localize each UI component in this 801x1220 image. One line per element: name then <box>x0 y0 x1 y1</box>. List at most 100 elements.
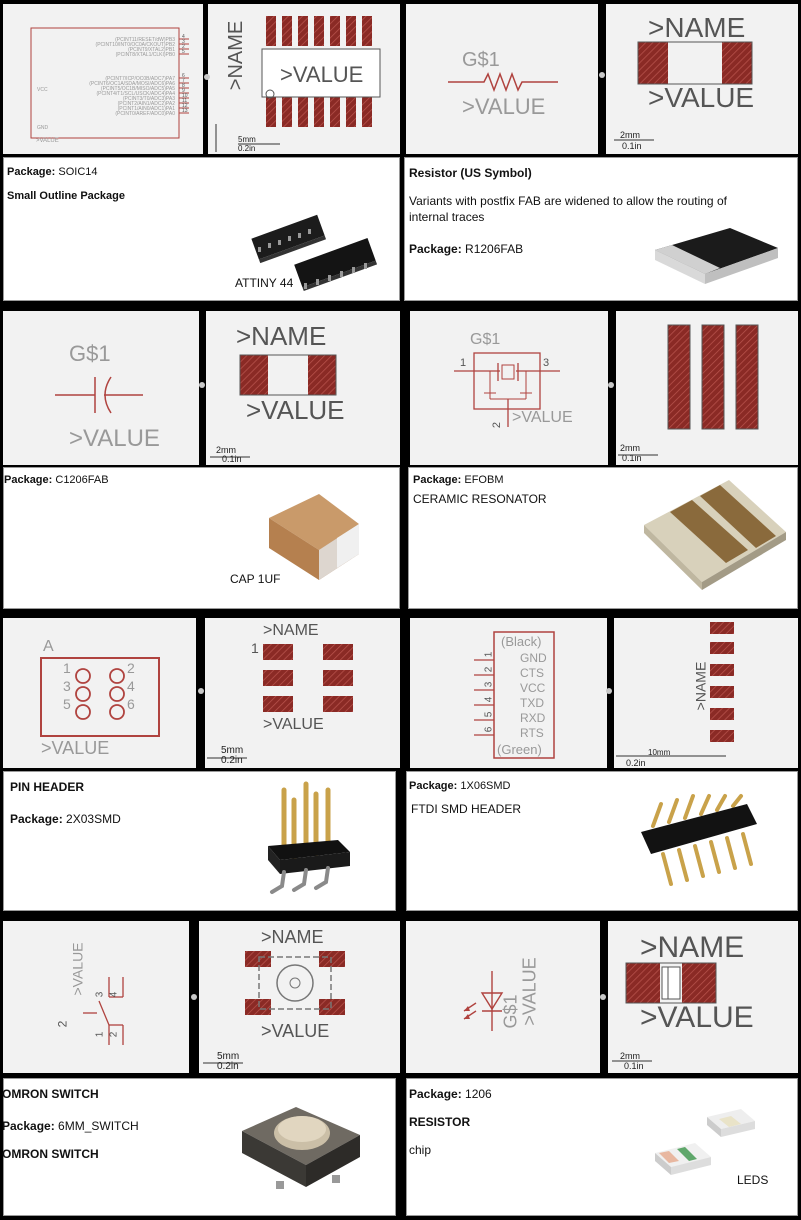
soic14-pin-label: (PCINT9/XTAL2)PB1 <box>128 47 175 53</box>
soic14-pin-label: (PCINT5/OC1B/MISO/ADC5)PA5 <box>101 86 175 92</box>
2x03smd-pin-4: 4 <box>127 678 135 694</box>
ftdi-pin-label: RXD <box>520 711 546 725</box>
soic14-pad <box>282 16 292 46</box>
r1206fab-footprint <box>614 41 753 141</box>
soic14-footprint-value: >VALUE <box>280 62 364 87</box>
soic14-pad <box>282 97 292 127</box>
ftdi-pin-label: VCC <box>520 681 546 695</box>
6mm-switch-symbol-panel: >VALUE 2 1 2 3 4 <box>3 921 189 1073</box>
1x06smd-bottom-label: (Green) <box>497 742 542 757</box>
soic14-pad <box>266 97 276 127</box>
soic14-pin-label: (PCINT0/AREF/ADC0)PA0 <box>115 111 175 117</box>
soic14-pin-label: (PCINT3/T0/ADC3)PA3 <box>123 96 175 102</box>
r1206fab-scale-metric: 2mm <box>620 130 640 140</box>
2x03smd-pin-5: 5 <box>63 696 71 712</box>
splitter-handle[interactable] <box>606 688 612 694</box>
2x03smd-package-line: Package: 2X03SMD <box>10 812 121 826</box>
splitter-handle[interactable] <box>191 994 197 1000</box>
led1206-symbol-value: >VALUE <box>519 957 540 1026</box>
efobm-pin2: 2 <box>491 421 504 429</box>
soic14-footprint-name: >NAME <box>225 20 248 91</box>
1x06smd-scale-imperial: 0.2in <box>626 758 646 768</box>
soic14-pad <box>298 16 308 46</box>
c1206fab-info-panel: Package: C1206FAB CAP 1UF <box>3 467 400 609</box>
soic14-pin-number: 13 <box>182 108 188 114</box>
splitter-handle[interactable] <box>198 688 204 694</box>
ftdi-header-photo <box>641 794 757 886</box>
soic14-pad <box>314 16 324 46</box>
switch-symbol <box>83 977 124 1045</box>
resistor-chip-photo <box>655 228 778 284</box>
6mm-switch-left-pin: 2 <box>55 1020 70 1028</box>
6mm-switch-scale-metric: 5mm <box>217 1051 240 1062</box>
splitter-handle[interactable] <box>608 382 614 388</box>
soic14-footprint-panel: >NAME >VALUE 5mm 0.2in <box>208 4 400 154</box>
led1206-footprint-name: >NAME <box>640 931 745 964</box>
soic14-pin-number: 2 <box>182 44 185 50</box>
resistor-symbol <box>448 71 558 93</box>
ftdi-pin-number: 2 <box>483 666 495 673</box>
led1206-symbol-panel: G$1 >VALUE <box>406 921 600 1073</box>
6mm-switch-pin-3: 3 <box>94 991 106 998</box>
soic14-pad <box>266 16 276 46</box>
capacitor-chip-photo <box>269 494 359 580</box>
c1206fab-symbol-value: >VALUE <box>69 425 160 452</box>
ftdi-pin-label: CTS <box>520 666 544 680</box>
resonator-symbol <box>454 352 560 427</box>
2x03smd-footprint-value: >VALUE <box>263 716 324 733</box>
efobm-scale-metric: 2mm <box>620 443 640 453</box>
soic14-pin-label: (PCINT4/T1/SCL/USCK/ADC4)PA4 <box>96 91 175 97</box>
pin-header-symbol <box>40 657 160 737</box>
c1206fab-symbol-name: G$1 <box>69 341 111 366</box>
soic14-pin-number: 9 <box>182 88 185 94</box>
splitter-handle[interactable] <box>204 74 210 80</box>
tactile-switch-photo <box>242 1107 360 1189</box>
1x06smd-footprint-name: >NAME <box>692 661 709 711</box>
soic14-pin-label: (PCINT2/AIN1/ADC2)PA2 <box>118 101 176 107</box>
1x06smd-footprint <box>616 622 734 757</box>
efobm-description: CERAMIC RESONATOR <box>413 492 547 506</box>
led-chips-photo <box>655 1109 755 1175</box>
led1206-package-line: Package: 1206 <box>409 1087 492 1101</box>
r1206fab-desc-line1: Variants with postfix FAB are widened to… <box>409 194 727 208</box>
2x03smd-symbol-panel: A 1 2 3 4 5 6 >VALUE <box>3 618 196 768</box>
c1206fab-scale-imperial: 0.1in <box>222 454 242 464</box>
soic14-footprint <box>215 16 381 152</box>
led1206-symbol-name: G$1 <box>500 994 521 1029</box>
resonator-photo <box>644 480 786 590</box>
efobm-footprint-panel: 2mm 0.1in <box>616 311 798 465</box>
r1206fab-footprint-name: >NAME <box>648 12 746 43</box>
c1206fab-scale-metric: 2mm <box>216 445 236 455</box>
soic14-symbol-value: >VALUE <box>36 138 59 144</box>
led-symbol <box>463 971 504 1031</box>
soic14-pad <box>330 97 340 127</box>
2x03smd-footprint-pin1: 1 <box>251 640 259 656</box>
splitter-handle[interactable] <box>600 994 606 1000</box>
r1206fab-footprint-value: >VALUE <box>648 82 755 113</box>
capacitor-symbol <box>55 376 143 414</box>
soic14-scale-imperial: 0.2in <box>238 144 256 153</box>
r1206fab-symbol-value: >VALUE <box>462 94 546 119</box>
efobm-scale-imperial: 0.1in <box>622 453 642 463</box>
2x03smd-pin-2: 2 <box>127 660 135 676</box>
splitter-handle[interactable] <box>599 72 605 78</box>
led1206-scale-metric: 2mm <box>620 1051 640 1061</box>
r1206fab-desc-line2: internal traces <box>409 210 485 224</box>
led1206-scale-imperial: 0.1in <box>624 1061 644 1071</box>
2x03smd-symbol-name: A <box>43 638 54 655</box>
soic14-pin-number: 4 <box>182 34 185 40</box>
r1206fab-symbol-panel: G$1 >VALUE <box>406 4 598 154</box>
led1206-part-label: LEDS <box>737 1173 769 1187</box>
soic14-pin-label: (PCINT7/ICP/OC0B/ADC7)PA7 <box>105 76 175 82</box>
soic14-pin-number: 11 <box>182 98 187 104</box>
soic14-pin-number: 10 <box>182 93 188 99</box>
efobm-info-panel: Package: EFOBM CERAMIC RESONATOR <box>408 467 798 609</box>
splitter-handle[interactable] <box>199 382 205 388</box>
led1206-description: chip <box>409 1143 432 1157</box>
6mm-switch-footprint-panel: >NAME >VALUE 5mm 0.2in <box>199 921 400 1073</box>
soic14-vcc-label: VCC <box>37 87 48 93</box>
2x03smd-scale-metric: 5mm <box>221 745 244 756</box>
soic14-chip-photo <box>251 214 378 292</box>
soic14-pin-label: (PCINT6/OC1A/SDA/MOSI/ADC6)PA6 <box>89 81 175 87</box>
